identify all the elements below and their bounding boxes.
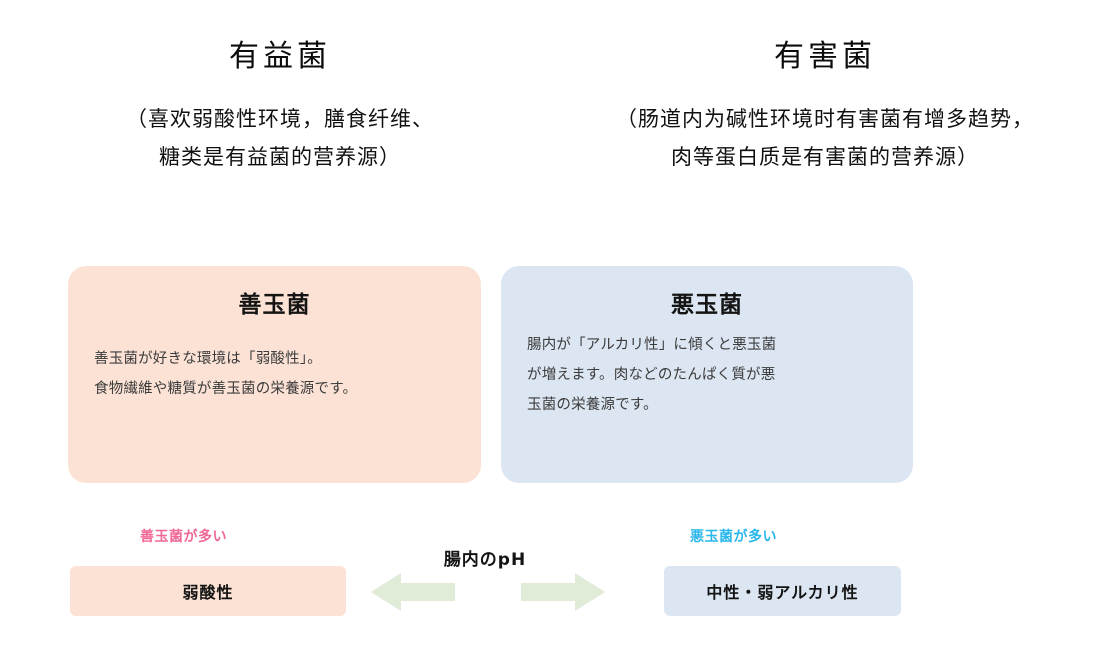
card-title-good-bacteria: 善玉菌 [238, 292, 311, 318]
arrow-right-icon [521, 573, 605, 615]
annotation-line: （喜欢弱酸性环境，膳食纤维、 [126, 107, 434, 131]
ph-bar-weak-acidic: 弱酸性 [70, 566, 346, 616]
ph-bar-neutral-weak-alkaline: 中性・弱アルカリ性 [664, 566, 901, 616]
annotation-description-beneficial: （喜欢弱酸性环境，膳食纤维、 糖类是有益菌的营养源） [10, 100, 550, 176]
annotation-title-beneficial: 有益菌 [229, 39, 331, 74]
card-body-line: 善玉菌が好きな環境は「弱酸性」。 [94, 351, 322, 367]
annotation-column-beneficial: 有益菌 （喜欢弱酸性环境，膳食纤维、 糖类是有益菌的营养源） [10, 36, 550, 176]
ph-scale-row: 善玉菌が多い 悪玉菌が多い 弱酸性 中性・弱アルカリ性 腸内のpH [0, 505, 1110, 635]
arrow-left-icon [371, 573, 455, 615]
card-body-line: 玉菌の栄養源です。 [527, 397, 658, 413]
card-body-line: 食物繊維や糖質が善玉菌の栄養源です。 [94, 381, 358, 397]
ph-caption-bad-bacteria: 悪玉菌が多い [690, 529, 777, 545]
card-bad-bacteria: 悪玉菌 腸内が「アルカリ性」に傾くと悪玉菌 が増えます。肉などのたんぱく質が悪 … [501, 266, 913, 483]
card-good-bacteria: 善玉菌 善玉菌が好きな環境は「弱酸性」。 食物繊維や糖質が善玉菌の栄養源です。 [68, 266, 481, 483]
card-body-bad-bacteria: 腸内が「アルカリ性」に傾くと悪玉菌 が増えます。肉などのたんぱく質が悪 玉菌の栄… [527, 330, 887, 420]
annotation-line: （肠道内为碱性环境时有害菌有增多趋势， [616, 107, 1034, 131]
annotation-description-harmful: （肠道内为碱性环境时有害菌有增多趋势， 肉等蛋白质是有害菌的营养源） [545, 100, 1105, 176]
annotation-column-harmful: 有害菌 （肠道内为碱性环境时有害菌有增多趋势， 肉等蛋白质是有害菌的营养源） [545, 36, 1105, 176]
ph-center-label: 腸内のpH [443, 550, 527, 570]
annotation-line: 糖类是有益菌的营养源） [159, 145, 401, 169]
annotation-title-harmful: 有害菌 [774, 39, 876, 74]
card-title-bad-bacteria: 悪玉菌 [671, 292, 743, 318]
card-body-good-bacteria: 善玉菌が好きな環境は「弱酸性」。 食物繊維や糖質が善玉菌の栄養源です。 [94, 344, 455, 404]
annotation-line: 肉等蛋白质是有害菌的营养源） [671, 145, 979, 169]
card-body-line: が増えます。肉などのたんぱく質が悪 [527, 367, 776, 383]
ph-caption-good-bacteria: 善玉菌が多い [140, 529, 227, 545]
card-body-line: 腸内が「アルカリ性」に傾くと悪玉菌 [527, 337, 777, 353]
